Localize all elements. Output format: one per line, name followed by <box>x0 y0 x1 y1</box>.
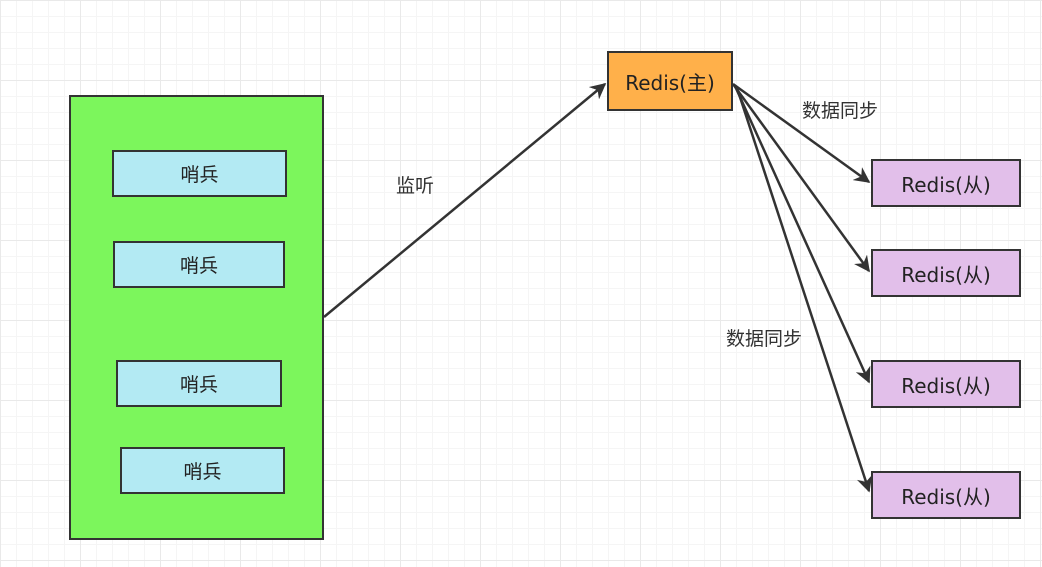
sync-edge-2 <box>733 85 871 384</box>
redis-replica-node[interactable]: Redis(从) <box>871 360 1021 408</box>
sync-label: 数据同步 <box>802 100 879 122</box>
redis-replica-node[interactable]: Redis(从) <box>871 471 1021 519</box>
monitor-label: 监听 <box>396 175 435 197</box>
redis-replica-node[interactable]: Redis(从) <box>871 159 1021 207</box>
sentinel-node[interactable]: 哨兵 <box>120 447 285 494</box>
redis-replica-node[interactable]: Redis(从) <box>871 249 1021 297</box>
sync-edge-0 <box>732 82 871 184</box>
sentinel-node[interactable]: 哨兵 <box>113 241 285 288</box>
monitor-edge <box>323 82 607 318</box>
sync-edge-1 <box>731 83 871 273</box>
sync-label: 数据同步 <box>726 328 803 350</box>
redis-master-node[interactable]: Redis(主) <box>607 51 733 111</box>
sentinel-node[interactable]: 哨兵 <box>112 150 287 197</box>
sync-edge-3 <box>735 87 873 493</box>
sentinel-node[interactable]: 哨兵 <box>116 360 282 407</box>
